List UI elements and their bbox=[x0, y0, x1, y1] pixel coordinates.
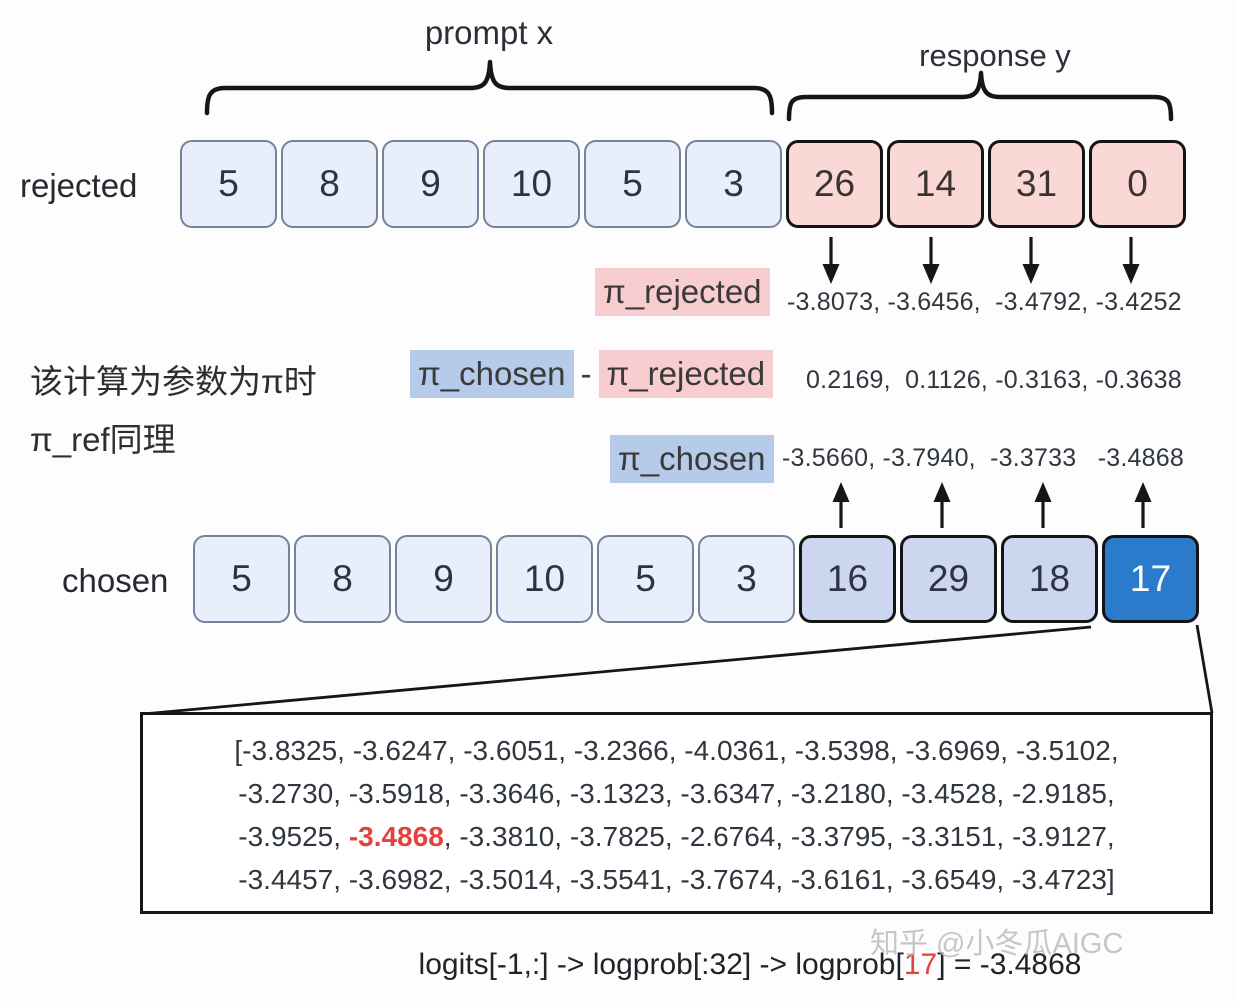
formula-segment: logits[-1,:] -> logprob[:32] -> logprob[ bbox=[418, 948, 904, 981]
token: 0 bbox=[1089, 140, 1186, 228]
zoom-line-left bbox=[142, 625, 1092, 716]
token: 5 bbox=[597, 535, 694, 623]
formula: logits[-1,:] -> logprob[:32] -> logprob[… bbox=[300, 948, 1200, 982]
token: 18 bbox=[1001, 535, 1098, 623]
token: 8 bbox=[294, 535, 391, 623]
chosen-token-row: 5 8 9 10 5 3 16 29 18 17 bbox=[193, 535, 1199, 623]
pi-rejected-values: -3.8073, -3.6456, -3.4792, -3.4252 bbox=[787, 288, 1182, 316]
pi-rejected-label: π_rejected bbox=[598, 350, 774, 398]
formula-segment: ] = -3.4868 bbox=[937, 948, 1082, 981]
annotation-line2: π_ref同理 bbox=[30, 421, 176, 458]
token: 8 bbox=[281, 140, 378, 228]
pi-chosen-values: -3.5660, -3.7940, -3.3733 -3.4868 bbox=[782, 444, 1184, 472]
logits-line: -3.9525, -3.4868, -3.3810, -3.7825, -2.6… bbox=[143, 815, 1210, 858]
token: 5 bbox=[584, 140, 681, 228]
pi-rejected-label-wrap: π_rejected bbox=[595, 268, 770, 316]
token: 9 bbox=[395, 535, 492, 623]
token: 3 bbox=[698, 535, 795, 623]
formula-token-index: 17 bbox=[903, 948, 938, 981]
pi-rejected-label: π_rejected bbox=[595, 268, 770, 316]
up-arrows bbox=[832, 482, 1152, 528]
logits-box: [-3.8325, -3.6247, -3.6051, -3.2366, -4.… bbox=[140, 712, 1213, 914]
pi-chosen-label: π_chosen bbox=[410, 350, 574, 398]
token: 9 bbox=[382, 140, 479, 228]
response-y-brace bbox=[786, 70, 1174, 122]
selected-logprob-value: -3.4868 bbox=[348, 821, 444, 852]
diff-values: 0.2169, 0.1126, -0.3163, -0.3638 bbox=[806, 366, 1182, 394]
minus-sign: - bbox=[580, 355, 592, 392]
chosen-row-label: chosen bbox=[62, 562, 169, 599]
token: 10 bbox=[483, 140, 580, 228]
token: 29 bbox=[900, 535, 997, 623]
rejected-token-row: 5 8 9 10 5 3 26 14 31 0 bbox=[180, 140, 1186, 228]
diff-label-wrap: π_chosen - π_rejected bbox=[410, 350, 774, 398]
token: 14 bbox=[887, 140, 984, 228]
logits-line: -3.4457, -3.6982, -3.5014, -3.5541, -3.7… bbox=[238, 864, 1115, 895]
token: 3 bbox=[685, 140, 782, 228]
pi-chosen-label: π_chosen bbox=[610, 435, 774, 483]
logits-line: [-3.8325, -3.6247, -3.6051, -3.2366, -4.… bbox=[234, 735, 1119, 766]
logits-line: -3.2730, -3.5918, -3.3646, -3.1323, -3.6… bbox=[238, 778, 1115, 809]
annotation-line1: 该计算为参数为π时 bbox=[30, 363, 317, 400]
token: 5 bbox=[193, 535, 290, 623]
token: 26 bbox=[786, 140, 883, 228]
logits-line-segment: -3.9525, bbox=[238, 821, 349, 852]
prompt-x-label: prompt x bbox=[424, 14, 554, 51]
response-y-label: response y bbox=[919, 38, 1071, 73]
token: 31 bbox=[988, 140, 1085, 228]
down-arrows bbox=[822, 237, 1140, 284]
logits-line-segment: , -3.3810, -3.7825, -2.6764, -3.3795, -3… bbox=[443, 821, 1115, 852]
rejected-row-label: rejected bbox=[20, 167, 138, 204]
token: 16 bbox=[799, 535, 896, 623]
watermark: 知乎 @小冬瓜AIGC bbox=[870, 928, 1124, 960]
token: 5 bbox=[180, 140, 277, 228]
token: 10 bbox=[496, 535, 593, 623]
zoom-line-right bbox=[1195, 624, 1214, 714]
pi-chosen-label-wrap: π_chosen bbox=[610, 435, 774, 483]
prompt-x-brace bbox=[204, 59, 775, 116]
token-selected: 17 bbox=[1102, 535, 1199, 623]
